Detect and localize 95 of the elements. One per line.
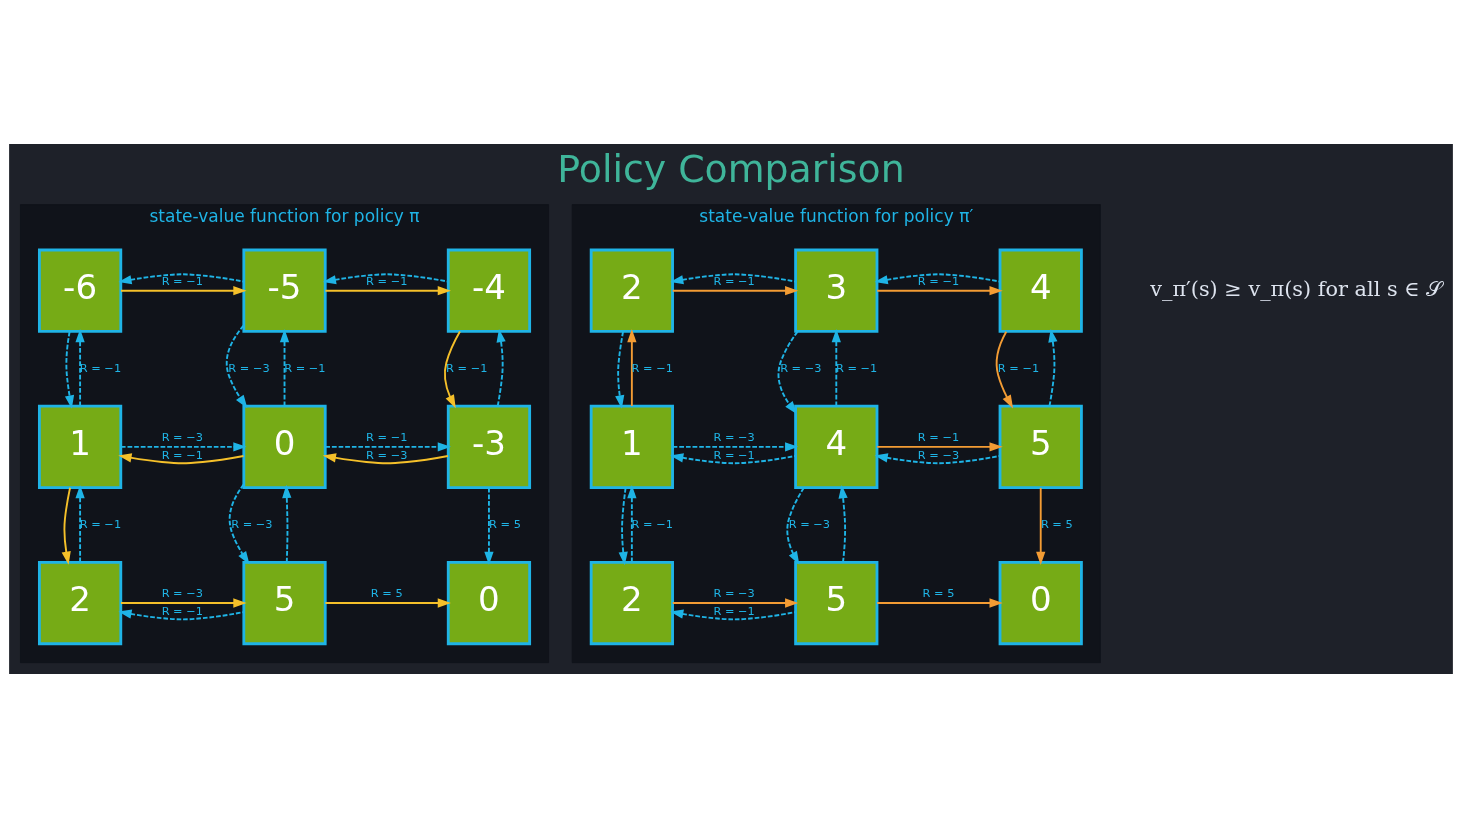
edge-label: R = −3 <box>231 516 273 531</box>
node-box: -6 <box>38 248 123 333</box>
arrow <box>484 487 494 565</box>
arrow <box>671 442 799 452</box>
arrow <box>228 483 250 565</box>
arrow <box>627 485 637 564</box>
node-box: 2 <box>38 560 123 646</box>
arrow <box>64 330 75 409</box>
arrow <box>831 328 841 407</box>
arrow <box>61 486 71 565</box>
edge-label: R = −1 <box>366 273 408 288</box>
edge-label: R = −1 <box>713 447 755 462</box>
edge-label: R = −3 <box>161 585 203 600</box>
edge-label: R = −1 <box>79 360 122 375</box>
arrow <box>496 328 506 407</box>
edge-label: R = −1 <box>161 603 203 618</box>
arrow <box>671 286 799 296</box>
edge-label: R = −1 <box>79 516 122 531</box>
arrow <box>324 442 451 452</box>
edge-label: R = 5 <box>922 585 955 600</box>
node-box: -4 <box>446 248 532 333</box>
arrow <box>322 273 449 285</box>
arrow <box>874 273 1001 285</box>
node-box: 0 <box>998 560 1083 646</box>
node-box: 5 <box>242 560 327 646</box>
edge-label: R = −1 <box>284 360 326 375</box>
edge-label: R = −3 <box>366 447 408 462</box>
arrow <box>786 486 805 565</box>
edge-label: R = −1 <box>161 273 203 288</box>
node-box: 4 <box>998 248 1083 333</box>
arrow <box>120 286 247 296</box>
node-box: 5 <box>794 560 879 646</box>
arrow <box>75 328 85 407</box>
arrow <box>322 453 449 465</box>
edge-label: R = −1 <box>161 447 203 462</box>
edge-label: R = −1 <box>835 360 878 375</box>
arrow <box>777 330 799 415</box>
edge-label: R = −1 <box>366 429 408 444</box>
arrow <box>838 485 848 564</box>
edge-label: R = −3 <box>780 360 822 375</box>
edge-label: R = 5 <box>370 585 403 600</box>
diagram-title: Policy Comparison <box>557 146 905 191</box>
arrow <box>670 609 797 621</box>
node-box: 0 <box>446 560 532 646</box>
arrow <box>1036 487 1046 565</box>
arrow <box>282 484 292 564</box>
node-box: 2 <box>589 248 674 333</box>
arrow <box>876 286 1003 296</box>
arrow <box>670 273 797 285</box>
arrow <box>75 485 85 564</box>
edge-label: R = −1 <box>631 516 673 531</box>
arrow <box>118 609 245 621</box>
edge-label: R = −3 <box>788 516 830 531</box>
edge-label: R = −1 <box>917 429 960 444</box>
arrow <box>876 442 1003 452</box>
arrow <box>876 598 1003 608</box>
arrow <box>627 328 637 407</box>
node-box: 2 <box>589 560 674 646</box>
node-box: 4 <box>794 404 879 489</box>
edge-label: R = −3 <box>161 429 203 444</box>
edge-label: R = −1 <box>713 273 755 288</box>
edge-label: R = 5 <box>1040 516 1073 531</box>
edge-label: R = −3 <box>713 429 755 444</box>
edge-label: R = −1 <box>713 603 755 618</box>
arrow <box>118 273 245 285</box>
node-box: 0 <box>242 404 327 489</box>
node-box: 1 <box>38 404 123 489</box>
arrow <box>443 330 461 409</box>
edge-label: R = −3 <box>713 585 755 600</box>
arrow <box>120 442 247 452</box>
arrow <box>670 453 797 465</box>
edge-label: R = −3 <box>917 447 960 462</box>
edge-label: R = −1 <box>446 360 488 375</box>
edge-label: R = −1 <box>997 360 1040 375</box>
arrow <box>671 598 799 608</box>
arrow <box>615 330 625 409</box>
arrow <box>995 330 1014 409</box>
arrow <box>324 598 451 608</box>
arrow <box>120 598 247 608</box>
arrow <box>324 286 451 296</box>
arrow <box>225 324 248 409</box>
arrow <box>279 328 290 407</box>
arrow <box>118 453 245 465</box>
node-box: 1 <box>589 404 674 489</box>
node-box: 3 <box>794 248 879 333</box>
arrow <box>618 486 628 566</box>
edge-label: R = 5 <box>489 516 521 531</box>
node-box: 5 <box>998 404 1083 489</box>
edge-label: R = −3 <box>228 360 270 375</box>
node-box: -3 <box>446 404 532 489</box>
arrow <box>874 453 1001 465</box>
edge-label: R = −1 <box>917 273 960 288</box>
node-box: -5 <box>242 248 327 333</box>
label: v_π′(s) ≥ v_π(s) for all s ∈ 𝒮 <box>1150 277 1443 301</box>
arrow <box>1048 328 1058 407</box>
